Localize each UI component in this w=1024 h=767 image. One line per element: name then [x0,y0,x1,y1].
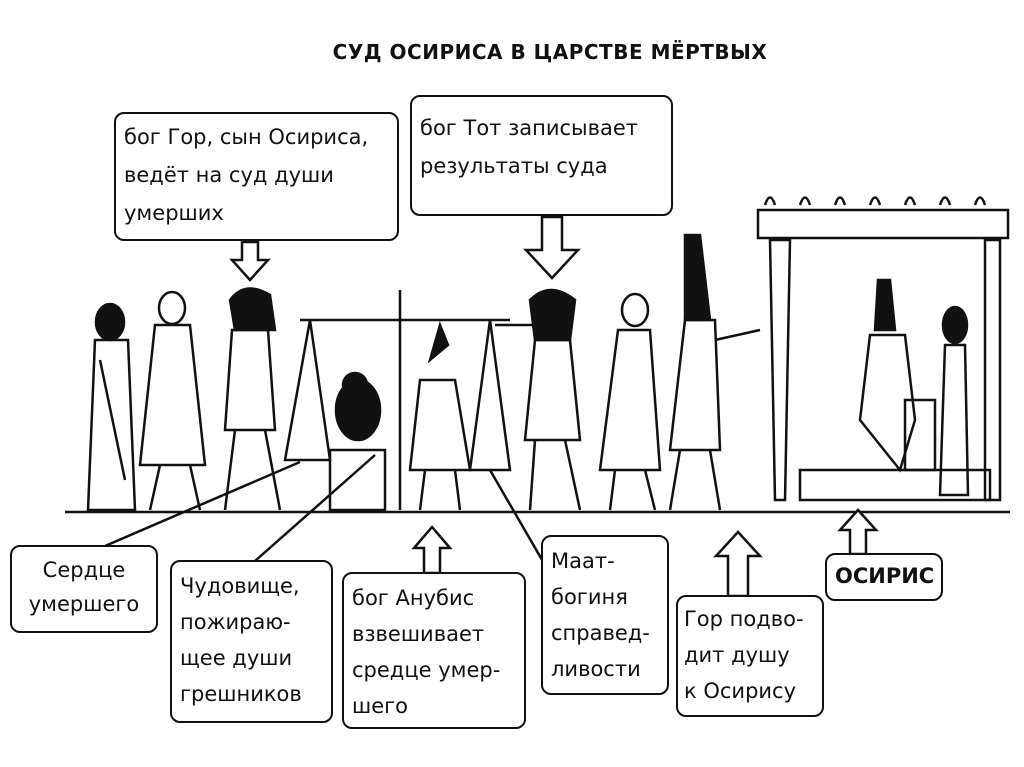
arrow-up-horus [713,530,763,598]
arrow-down-horus [229,240,271,282]
pointer-monster [254,454,376,562]
label-line: взвешивает [352,622,485,646]
label-horus-brings: Гор подво- дит душу к Осирису [676,595,824,717]
label-line: к Осирису [684,679,797,703]
label-line: умершего [28,592,140,616]
pointer-maat [488,469,547,566]
label-line: ОСИРИС [835,564,935,588]
osiris-shrine [756,196,1010,502]
figure-horus-leading [223,287,282,511]
pointer-heart [104,460,301,548]
label-line: результаты суда [420,154,608,178]
label-line: богиня [551,585,628,609]
label-line: ливости [551,657,641,681]
label-line: шего [352,694,409,718]
figure-deceased-2 [598,292,662,511]
label-line: бог Тот записывает [420,116,639,140]
label-line: Чудовище, [180,574,300,598]
label-line: Сердце [42,558,126,582]
label-line: умерших [124,201,224,225]
label-heart: Сердце умершего [10,545,158,633]
figure-osiris [858,278,937,473]
label-line: Гор подво- [684,607,804,631]
arrow-up-anubis [411,525,453,575]
label-line: щее души [180,646,293,670]
figure-monster [334,371,382,442]
label-line: пожираю- [180,610,291,634]
label-line: средце умер- [352,658,501,682]
label-line: справед- [551,621,650,645]
label-maat: Маат- богиня справед- ливости [541,535,669,695]
arrow-up-osiris [837,508,879,556]
figure-thoth [495,288,582,511]
arrow-down-thoth [523,215,581,280]
figure-isis [938,305,970,497]
figure-horus-presenting [668,233,761,511]
label-line: бог Анубис [352,586,475,610]
figure-scale [283,290,512,512]
label-line: бог Гор, сын Осириса, [124,125,369,149]
label-line: ведёт на суд души [124,163,334,187]
label-line: грешников [180,682,302,706]
figure-anubis [408,321,472,511]
page-title: СУД ОСИРИСА В ЦАРСТВЕ МЁРТВЫХ [332,40,768,64]
figure-deceased [138,290,207,511]
label-monster: Чудовище, пожираю- щее души грешников [170,560,333,723]
label-anubis: бог Анубис взвешивает средце умер- шего [342,572,526,729]
label-line: Маат- [551,549,615,573]
figure-woman [86,302,137,512]
label-osiris: ОСИРИС [825,553,943,601]
label-line: дит душу [684,643,790,667]
label-horus-leads: бог Гор, сын Осириса, ведёт на суд души … [114,112,399,241]
label-thoth: бог Тот записывает результаты суда [410,95,673,216]
